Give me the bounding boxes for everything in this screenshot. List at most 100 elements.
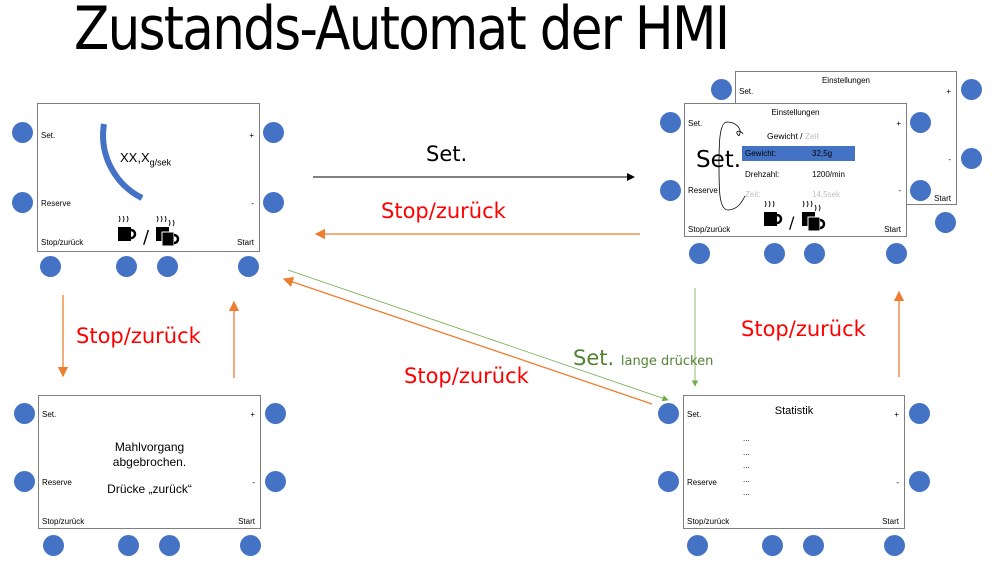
button-plus[interactable] <box>265 403 286 424</box>
settings-row-value: 14,5sek <box>812 190 841 199</box>
abort-instruction: Drücke „zurück“ <box>107 482 192 496</box>
button-start[interactable] <box>240 535 261 556</box>
flow-rate-value: XX,X <box>120 150 150 165</box>
cup-selection: / <box>764 201 826 232</box>
settings-row-value: 32,5g <box>812 149 833 158</box>
statistics-title: Statistik <box>774 405 814 417</box>
button-single-cup[interactable] <box>764 243 785 264</box>
settings-row-selected-bg <box>742 146 855 161</box>
statistics-item: ... <box>743 461 750 470</box>
screen-main: Set. Reserve Stop/zurück + - Start XX,Xg… <box>37 103 260 252</box>
button-stop[interactable] <box>689 243 710 264</box>
screen-settings: Einstellungen Set. Reserve Stop/zurück +… <box>684 103 907 237</box>
label-set: Set. <box>42 410 57 419</box>
button-start[interactable] <box>238 256 259 277</box>
button-double-cup[interactable] <box>803 535 824 556</box>
transition-label-set: Set. <box>426 142 468 166</box>
button-start[interactable] <box>884 535 905 556</box>
button-double-cup[interactable] <box>157 256 178 277</box>
abort-line-2: abgebrochen. <box>112 455 187 469</box>
transition-label-stop-statistics-settings: Stop/zurück <box>741 317 866 341</box>
button-plus[interactable] <box>910 112 931 133</box>
label-set: Set. <box>687 410 702 419</box>
button-plus[interactable] <box>961 79 982 100</box>
settings-row-label[interactable]: Zeit: <box>745 190 761 199</box>
label-plus: + <box>249 131 254 140</box>
settings-back-title: Einstellungen <box>821 76 871 85</box>
mode-time[interactable]: Zeit <box>804 131 820 141</box>
button-minus[interactable] <box>265 471 286 492</box>
mode-toggle[interactable]: Gewicht / Zeit <box>767 131 819 141</box>
button-minus[interactable] <box>909 471 930 492</box>
screen-statistics: Statistik Set. Reserve Stop/zurück + - S… <box>683 395 905 529</box>
button-single-cup[interactable] <box>118 535 139 556</box>
button-single-cup[interactable] <box>116 256 137 277</box>
button-double-cup[interactable] <box>159 535 180 556</box>
button-plus[interactable] <box>263 122 284 143</box>
label-minus: - <box>252 478 255 487</box>
label-minus: - <box>896 478 899 487</box>
button-set[interactable] <box>711 79 732 100</box>
cup-separator: / <box>789 213 795 232</box>
label-plus: + <box>894 410 899 419</box>
label-stop: Stop/zurück <box>41 238 84 247</box>
label-stop: Stop/zurück <box>42 517 85 526</box>
set-label: Set. <box>573 346 615 370</box>
statistics-item: ... <box>743 434 750 443</box>
button-plus[interactable] <box>909 403 930 424</box>
flow-gauge-arc <box>100 123 144 201</box>
label-reserve: Reserve <box>688 186 718 195</box>
button-stop[interactable] <box>40 256 61 277</box>
label-minus: - <box>898 186 901 195</box>
double-cup-icon <box>156 216 180 247</box>
loop-arrow-icon <box>718 121 746 211</box>
label-set: Set. <box>739 87 754 96</box>
label-reserve: Reserve <box>42 478 72 487</box>
mode-weight[interactable]: Gewicht <box>767 131 798 141</box>
cup-selection: / <box>118 216 180 248</box>
button-stop[interactable] <box>687 535 708 556</box>
label-plus: + <box>896 119 901 128</box>
button-start[interactable] <box>886 243 907 264</box>
single-cup-icon <box>764 201 783 226</box>
settings-row-value: 1200/min <box>812 170 845 179</box>
button-start[interactable] <box>935 212 956 233</box>
label-set: Set. <box>41 131 56 140</box>
loop-set-label: Set. <box>696 147 742 173</box>
abort-line-1: Mahlvorgang <box>114 440 185 454</box>
button-reserve[interactable] <box>12 192 33 213</box>
button-double-cup[interactable] <box>804 243 825 264</box>
label-start: Start <box>934 194 951 203</box>
button-set[interactable] <box>660 112 681 133</box>
statistics-item: ... <box>743 448 750 457</box>
page-title: Zustands-Automat der HMI <box>74 0 730 64</box>
label-start: Start <box>238 517 255 526</box>
button-set[interactable] <box>658 403 679 424</box>
button-reserve[interactable] <box>658 471 679 492</box>
label-minus: - <box>251 199 254 208</box>
button-set[interactable] <box>14 403 35 424</box>
abort-message: Mahlvorgang abgebrochen. <box>39 440 260 470</box>
settings-row-label[interactable]: Drehzahl: <box>745 170 780 179</box>
label-set: Set. <box>688 119 703 128</box>
button-single-cup[interactable] <box>762 535 783 556</box>
label-reserve: Reserve <box>687 478 717 487</box>
button-minus[interactable] <box>263 192 284 213</box>
label-plus: + <box>946 87 951 96</box>
transition-label-stop-settings: Stop/zurück <box>381 199 506 223</box>
label-minus: - <box>948 155 951 164</box>
mode-separator: / <box>800 131 803 141</box>
label-plus: + <box>250 410 255 419</box>
label-start: Start <box>884 225 901 234</box>
statistics-item: ... <box>743 488 750 497</box>
button-minus[interactable] <box>910 180 931 201</box>
button-set[interactable] <box>12 122 33 143</box>
label-stop: Stop/zurück <box>687 517 730 526</box>
transition-label-set-long: Set. lange drücken <box>573 346 713 370</box>
button-minus[interactable] <box>961 148 982 169</box>
settings-row-label[interactable]: Gewicht: <box>745 149 777 158</box>
button-reserve[interactable] <box>14 471 35 492</box>
button-reserve[interactable] <box>660 180 681 201</box>
button-stop[interactable] <box>43 535 64 556</box>
transition-label-stop-statistics: Stop/zurück <box>404 364 529 388</box>
